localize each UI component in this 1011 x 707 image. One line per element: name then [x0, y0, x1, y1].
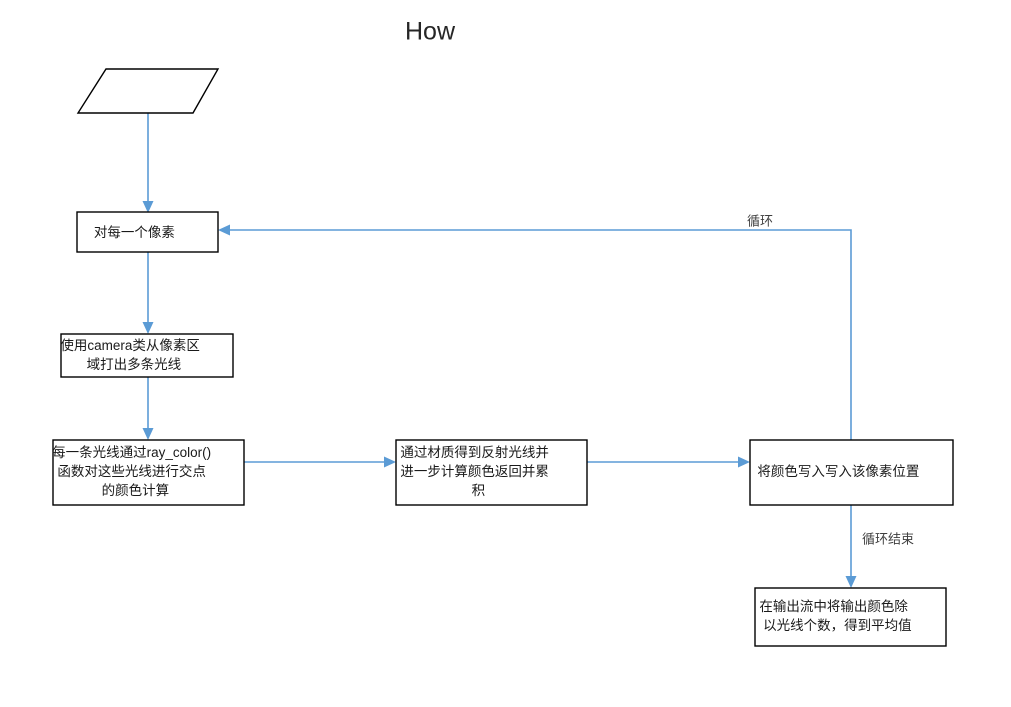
edge-write-pixel-to-average-output: 循环结束 — [845, 505, 914, 588]
node-material-bounce[interactable]: 通过材质得到反射光线并 进一步计算颜色返回并累 积 — [395, 439, 588, 506]
edge-for-each-pixel-to-camera-rays — [142, 252, 154, 334]
node-camera-rays[interactable]: 使用camera类从像素区 域打出多条光线 — [60, 333, 234, 378]
arrowhead-icon — [218, 224, 230, 236]
node-average-output-label: 在输出流中将输出颜色除 以光线个数，得到平均值 — [759, 598, 941, 633]
edge-write-pixel-to-for-each-pixel-loop: 循环 — [218, 213, 852, 440]
edge-label-loop-end: 循环结束 — [862, 531, 914, 546]
edge-label-loop: 循环 — [747, 213, 773, 228]
node-start-shape[interactable] — [76, 68, 220, 114]
edge-camera-rays-to-ray-color — [142, 377, 154, 440]
edge-start-to-for-each-pixel — [142, 113, 154, 213]
edge-line — [226, 229, 852, 440]
arrowhead-icon — [142, 201, 154, 213]
node-material-bounce-shape[interactable] — [395, 439, 588, 506]
arrowhead-icon — [142, 428, 154, 440]
arrowhead-icon — [845, 576, 857, 588]
node-write-pixel-shape[interactable] — [749, 439, 954, 506]
node-for-each-pixel-label: 对每一个像素 — [94, 225, 201, 240]
node-average-output-shape[interactable] — [754, 587, 947, 647]
arrowhead-icon — [142, 322, 154, 334]
node-write-pixel-label: 将颜色写入写入该像素位置 — [757, 463, 945, 479]
node-ray-color[interactable]: 每一条光线通过ray_color() 函数对这些光线进行交点 的颜色计算 — [52, 439, 245, 506]
node-write-pixel[interactable]: 将颜色写入写入该像素位置 — [749, 439, 954, 506]
node-ray-color-label: 每一条光线通过ray_color() 函数对这些光线进行交点 的颜色计算 — [52, 444, 245, 498]
node-camera-rays-shape[interactable] — [60, 333, 234, 378]
arrowhead-icon — [384, 456, 396, 468]
node-camera-rays-label: 使用camera类从像素区 域打出多条光线 — [60, 337, 233, 372]
edge-ray-color-to-material-bounce — [244, 456, 396, 468]
node-average-output[interactable]: 在输出流中将输出颜色除 以光线个数，得到平均值 — [754, 587, 947, 647]
page-title: How — [405, 18, 456, 46]
node-start[interactable] — [76, 68, 220, 114]
node-ray-color-shape[interactable] — [52, 439, 245, 506]
node-material-bounce-label: 通过材质得到反射光线并 进一步计算颜色返回并累 积 — [400, 444, 582, 498]
arrowhead-icon — [738, 456, 750, 468]
edge-material-bounce-to-write-pixel — [587, 456, 750, 468]
node-for-each-pixel[interactable]: 对每一个像素 — [76, 211, 219, 253]
node-for-each-pixel-shape[interactable] — [76, 211, 219, 253]
